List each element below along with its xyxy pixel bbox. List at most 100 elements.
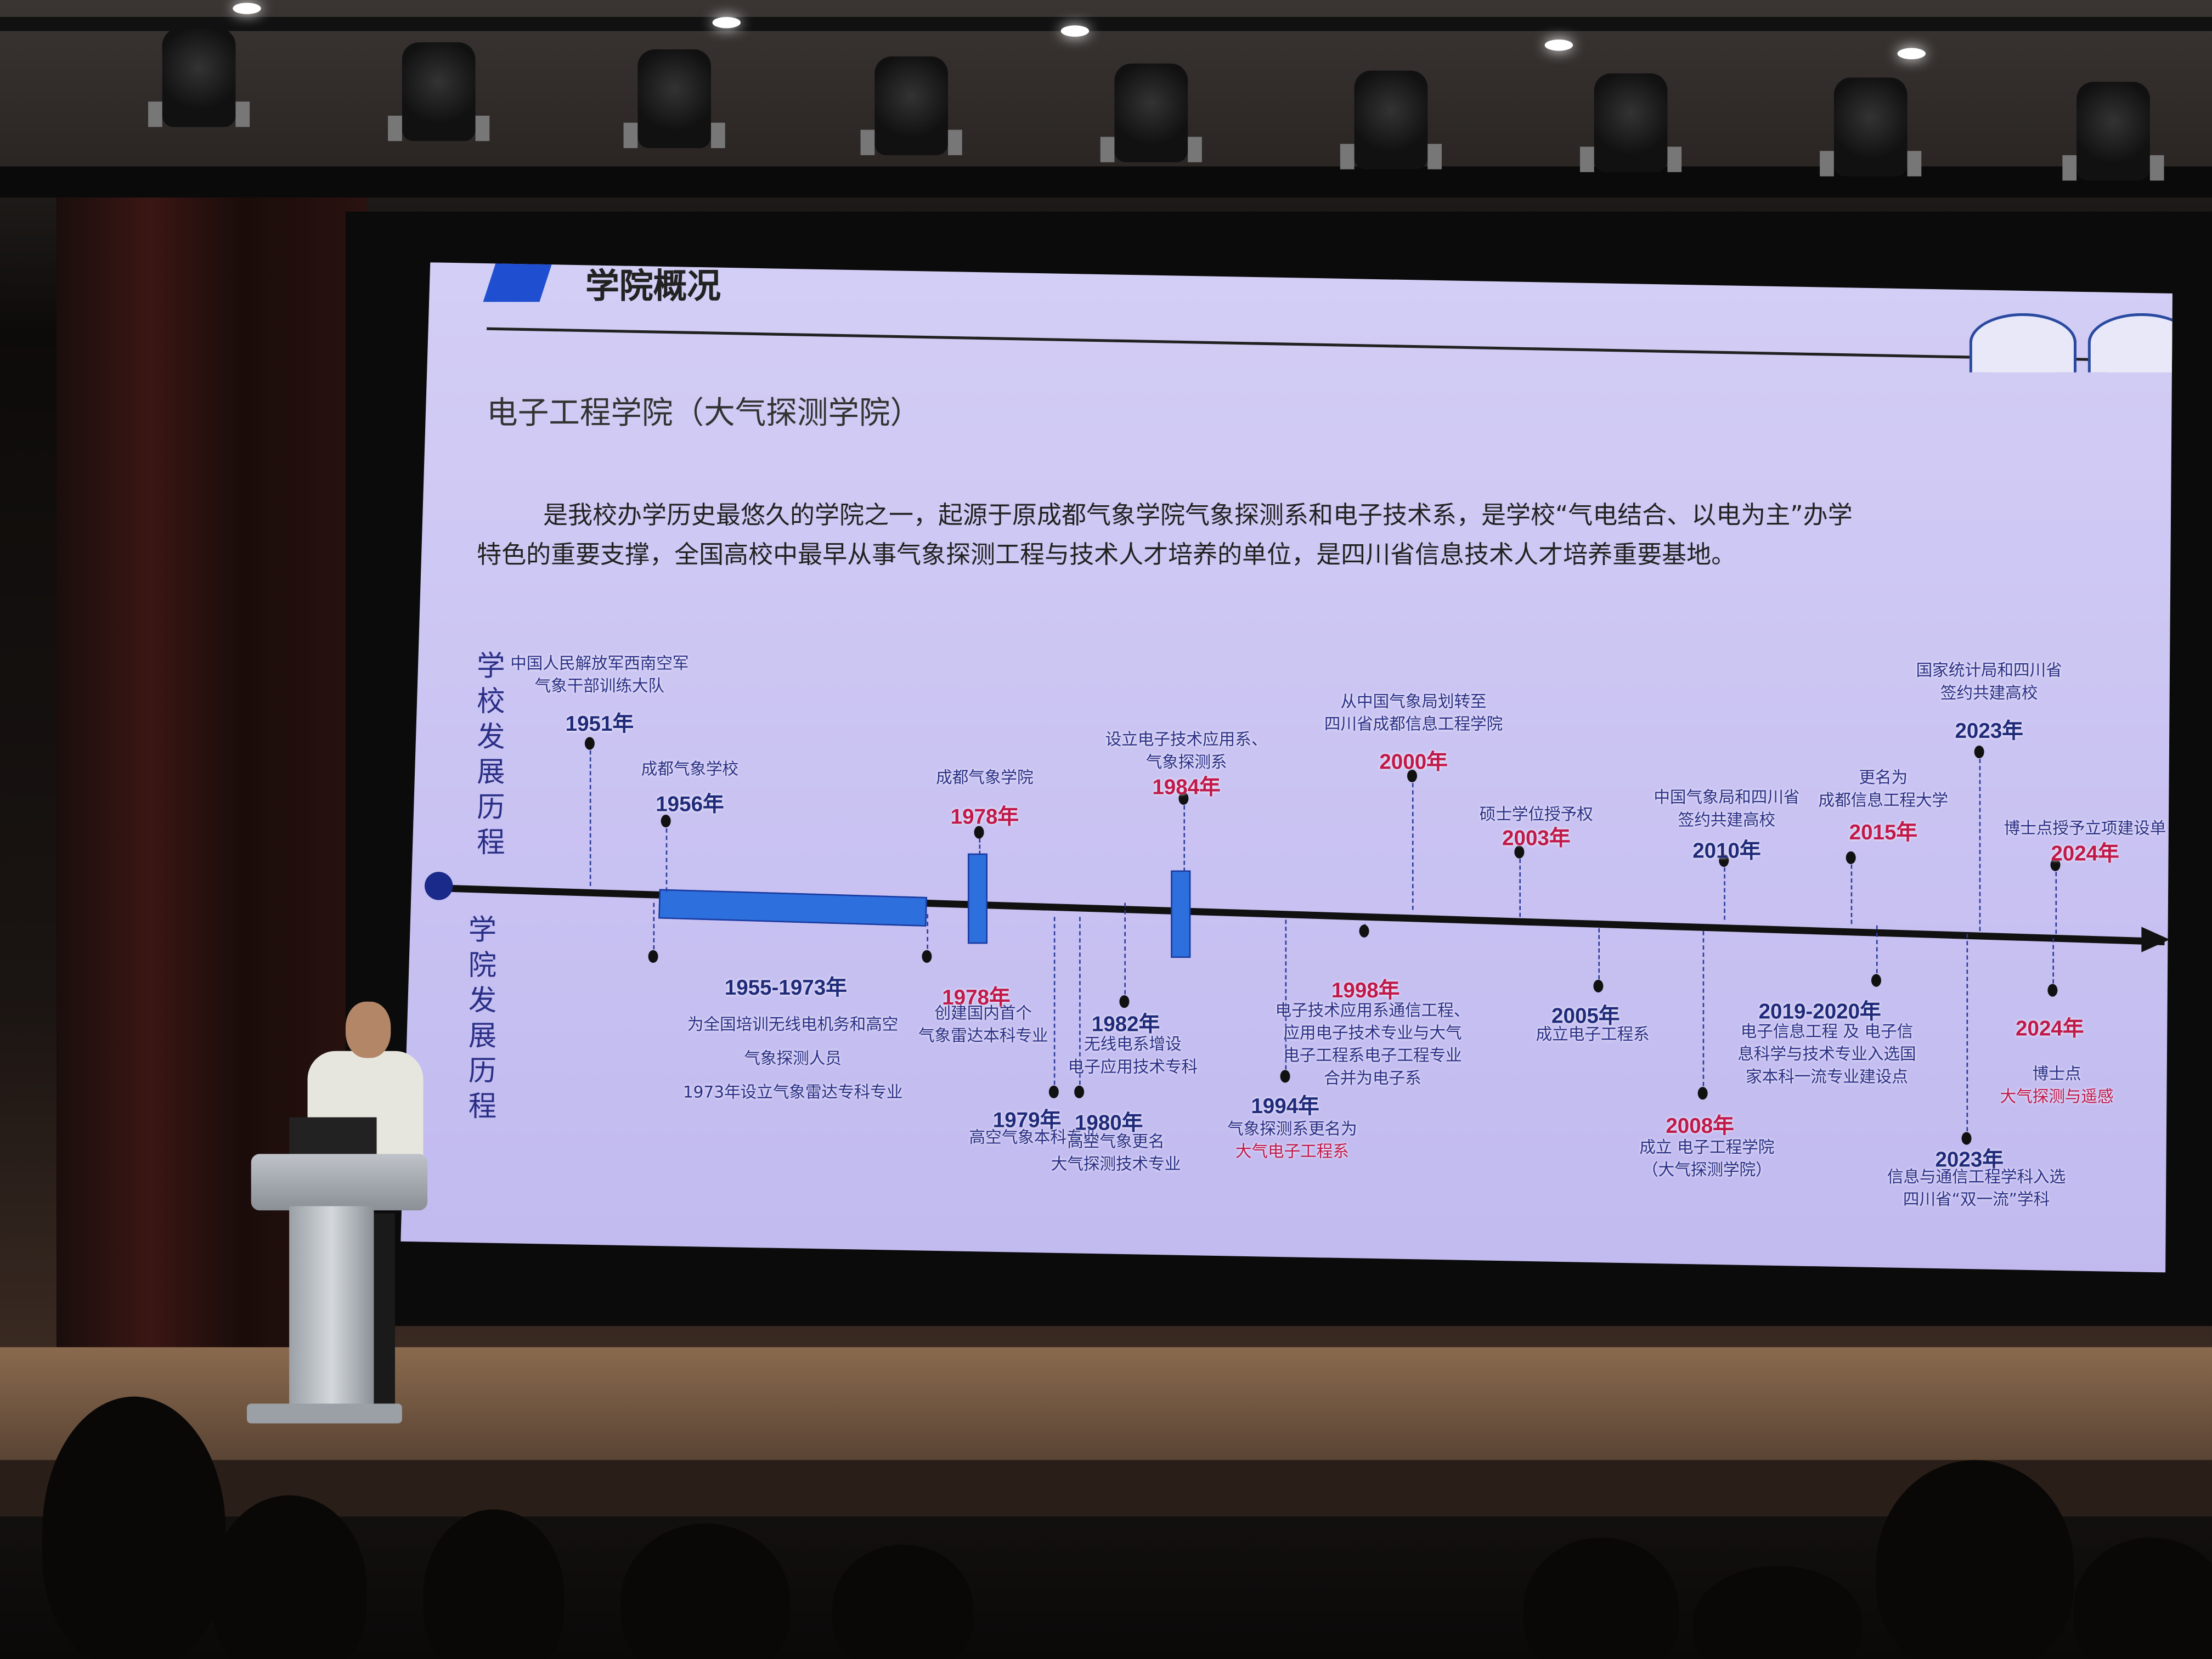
university-seal-logo	[1969, 313, 2077, 373]
school-event-marker	[1178, 792, 1189, 805]
school-event-year: 2015年	[1849, 821, 1918, 845]
stage-spotlight	[1100, 63, 1202, 162]
stage-spotlight	[1340, 70, 1442, 170]
podium-base	[246, 1403, 402, 1424]
period-bar-1984	[1171, 870, 1191, 958]
school-event-connector	[2055, 865, 2057, 934]
school-event-description: 中国人民解放军西南空军	[510, 653, 689, 673]
college-event-year: 2005年	[1551, 1004, 1620, 1029]
school-event-marker	[1719, 854, 1729, 867]
college-event-connector	[1702, 931, 1705, 1093]
ceiling-lamp	[1060, 25, 1090, 37]
school-event-marker	[1407, 769, 1417, 782]
stage-spotlight	[623, 49, 725, 148]
stage-spotlight	[860, 56, 962, 155]
school-event-description: 中国气象局和四川省	[1654, 787, 1800, 807]
college-event-description: 大气探测技术专业	[1051, 1154, 1181, 1174]
college-event-marker	[1593, 979, 1604, 992]
school-event-marker	[974, 826, 984, 839]
college-event-year: 1979年	[992, 1109, 1062, 1133]
school-event-connector	[1519, 852, 1521, 917]
ceiling-lamp	[712, 16, 741, 29]
audience-head	[832, 1544, 974, 1659]
timeline-start-dot	[424, 872, 453, 900]
college-event-connector	[1876, 925, 1878, 981]
school-event-year: 2024年	[2051, 842, 2119, 866]
college-event-marker	[1119, 995, 1130, 1008]
stage-spotlight	[1579, 73, 1682, 172]
college-event-connector	[1966, 934, 1968, 1139]
college-event-description: 息科学与技术专业入选国	[1737, 1043, 1916, 1064]
college-event-connector	[653, 902, 655, 957]
podium-stand	[289, 1206, 374, 1411]
period-bar-1955-1973	[658, 889, 928, 927]
stage-spotlight	[1820, 77, 1922, 177]
college-event-year: 1978年	[942, 986, 1011, 1011]
college-event-description: 无线电系增设	[1084, 1034, 1182, 1054]
slide-title: 学院概况	[585, 266, 721, 306]
college-event-description: （大气探测学院）	[1642, 1159, 1772, 1180]
school-event-description: 硕士学位授予权	[1479, 804, 1593, 824]
school-event-year: 1984年	[1152, 776, 1221, 800]
school-event-connector	[1724, 860, 1725, 920]
college-seal-logo	[2087, 313, 2172, 373]
stage-front	[0, 1460, 2212, 1517]
speaker-head	[345, 1001, 391, 1058]
stage-spotlight	[2062, 82, 2164, 181]
school-event-description: 气象探测系	[1146, 752, 1227, 772]
timeline-arrow-icon	[2141, 927, 2170, 952]
college-event-marker	[1280, 1070, 1290, 1083]
school-event-description: 更名为	[1859, 767, 1908, 787]
college-event-description: 1973年设立气象雷达专科专业	[682, 1082, 903, 1102]
college-event-connector	[1053, 917, 1056, 1092]
audience-head	[211, 1495, 367, 1659]
audience-head	[1692, 1566, 1863, 1659]
ceiling-lamp	[233, 3, 261, 14]
audience-head	[620, 1523, 790, 1659]
college-event-connector	[1285, 919, 1287, 1076]
college-event-description: 为全国培训无线电机务和高空	[687, 1014, 899, 1034]
college-event-marker	[2047, 984, 2058, 997]
college-event-connector	[2052, 938, 2054, 991]
school-event-description: 签约共建高校	[1940, 682, 2038, 703]
audience-head	[1876, 1460, 2074, 1659]
college-event-year: 1955-1973年	[724, 976, 847, 1001]
college-event-description: 大气探测与遥感	[2000, 1086, 2114, 1106]
college-event-connector	[1079, 917, 1081, 1092]
college-event-description: 电子技术应用系通信工程、	[1275, 1000, 1470, 1020]
college-event-description: 成立 电子工程学院	[1639, 1137, 1775, 1157]
college-event-connector	[927, 914, 928, 957]
audience-head	[423, 1509, 565, 1659]
school-event-year: 2000年	[1379, 750, 1448, 775]
title-divider	[487, 327, 2172, 363]
school-event-connector	[979, 832, 981, 855]
school-event-marker	[1514, 845, 1525, 859]
intro-line: 特色的重要支撑，全国高校中最早从事气象探测工程与技术人才培养的单位，是四川省信息…	[477, 541, 1736, 570]
college-event-marker	[1871, 974, 1881, 987]
school-event-connector	[1979, 752, 1981, 932]
stage-spotlight	[388, 42, 490, 142]
college-event-marker	[1074, 1085, 1085, 1098]
school-event-year: 1951年	[565, 712, 634, 737]
period-bar-1978	[967, 853, 988, 944]
college-event-description: 家本科一流专业建设点	[1746, 1066, 1908, 1086]
school-event-marker	[1846, 851, 1856, 864]
audience-head	[42, 1396, 226, 1659]
lighting-truss	[0, 16, 2212, 31]
school-event-marker	[661, 814, 671, 828]
audience-head	[1523, 1537, 1679, 1659]
school-event-connector	[1412, 776, 1414, 910]
college-event-marker	[922, 950, 932, 963]
audience-head	[2073, 1537, 2212, 1659]
college-event-connector	[1124, 902, 1126, 1002]
school-event-description: 从中国气象局划转至	[1340, 691, 1487, 711]
school-event-description: 成都气象学院	[936, 767, 1034, 787]
school-event-marker	[584, 737, 595, 750]
school-event-connector	[665, 821, 668, 892]
college-event-description: 四川省“双一流”学科	[1903, 1189, 2050, 1209]
title-accent-bar	[483, 262, 552, 302]
college-event-description: 成立电子工程系	[1536, 1024, 1650, 1044]
college-event-description: 气象探测人员	[744, 1048, 842, 1068]
college-event-marker	[1697, 1087, 1708, 1100]
